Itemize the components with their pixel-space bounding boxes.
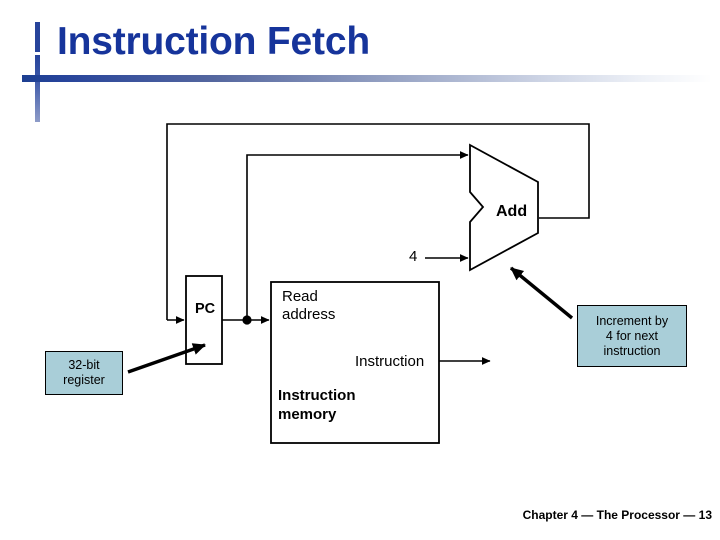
read-address-line1: Read (282, 288, 318, 305)
title-horizontal-rule (22, 75, 712, 82)
instruction-output-label: Instruction (355, 353, 425, 370)
instruction-memory-label: Instruction memory (278, 386, 356, 424)
adder-label: Add (496, 203, 528, 220)
callout-increment-line2: 4 for next (605, 328, 659, 343)
title-vertical-rule-bottom (35, 55, 40, 122)
page-title: Instruction Fetch (57, 20, 370, 63)
callout-increment-line3: instruction (603, 343, 661, 358)
callout-increment-line1: Increment by (595, 313, 669, 328)
instruction-memory-block (270, 281, 440, 444)
instruction-memory-line2: memory (278, 406, 337, 423)
read-address-line2: address (282, 306, 336, 323)
wire-adder-output-to-pc (166, 123, 590, 320)
callout-32bit-register: 32-bit register (45, 351, 123, 395)
slide-footer: Chapter 4 — The Processor — 13 (522, 508, 712, 522)
callout-arrow-register (127, 343, 206, 374)
callout-register-line2: register (63, 373, 105, 387)
adder-alu-block (469, 143, 539, 272)
instruction-memory-line1: Instruction (278, 387, 356, 404)
callout-arrow-increment (509, 266, 574, 320)
title-vertical-rule-top (35, 22, 40, 52)
callout-register-line1: 32-bit (68, 358, 100, 372)
read-address-label: Read address (282, 288, 335, 324)
constant-four-label: 4 (409, 248, 418, 265)
wire-junction-dot (242, 315, 252, 325)
pc-label: PC (195, 301, 216, 317)
wire-pc-to-adder-input (246, 151, 469, 320)
callout-increment-by-four: Increment by 4 for next instruction (577, 305, 687, 367)
